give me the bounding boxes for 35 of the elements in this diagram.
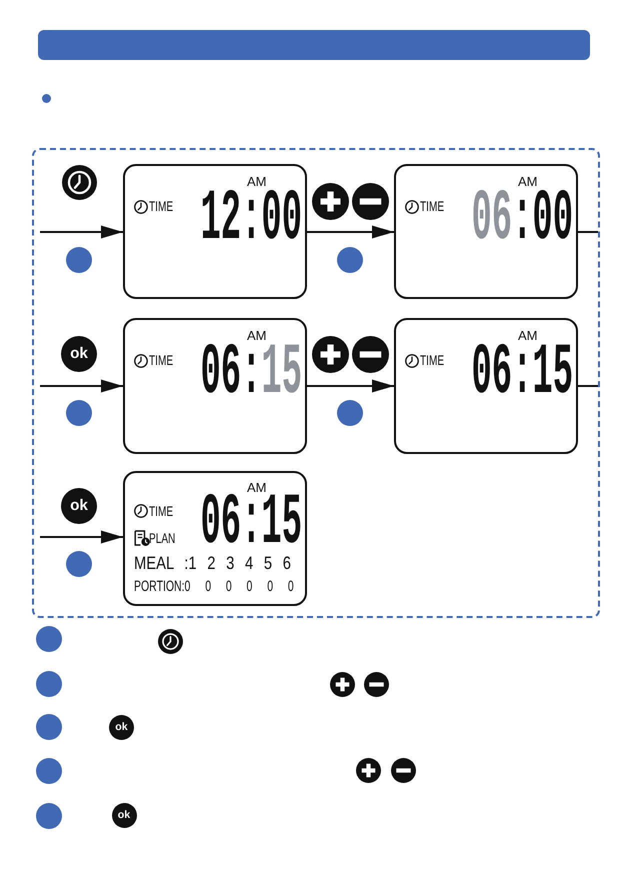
period-label: AM	[518, 175, 538, 188]
lcd-screen	[123, 318, 307, 454]
lcd-label: TIME	[420, 199, 444, 213]
period-label: AM	[247, 329, 266, 342]
connector-line	[578, 385, 598, 387]
ok-button: ok	[61, 336, 97, 372]
lcd-label: TIME	[149, 199, 174, 213]
period-label: AM	[247, 175, 266, 188]
lcd-screen	[394, 318, 578, 454]
arrow	[40, 530, 123, 544]
ok-button: ok	[112, 802, 136, 828]
ok-button: ok	[109, 714, 134, 740]
portion-row: PORTION:0 0 0 0 0 0	[134, 579, 294, 594]
arrow	[40, 380, 123, 392]
arrow	[307, 380, 394, 392]
lcd-label: TIME	[149, 504, 174, 518]
lcd-label: PLAN	[149, 530, 176, 544]
lcd-screen	[123, 164, 307, 299]
period-label: AM	[518, 329, 538, 342]
digit-readout: 12:00	[200, 191, 302, 247]
arrow	[40, 226, 123, 238]
digit-readout: 06:00	[471, 191, 573, 247]
ok-button: ok	[61, 488, 97, 524]
dashed-frame	[32, 148, 600, 618]
digit-readout: 06:15	[200, 345, 302, 401]
lcd-label: TIME	[420, 353, 444, 367]
digit-readout: 06:15	[200, 495, 302, 551]
lcd-screen	[394, 164, 578, 299]
digit-readout: 06:15	[471, 345, 573, 401]
lcd-screen	[123, 471, 307, 606]
connector-line	[578, 231, 598, 233]
meal-row: MEAL :1 2 3 4 5 6	[134, 554, 290, 572]
lcd-label: TIME	[149, 353, 174, 367]
arrow	[307, 226, 394, 238]
period-label: AM	[247, 481, 266, 494]
